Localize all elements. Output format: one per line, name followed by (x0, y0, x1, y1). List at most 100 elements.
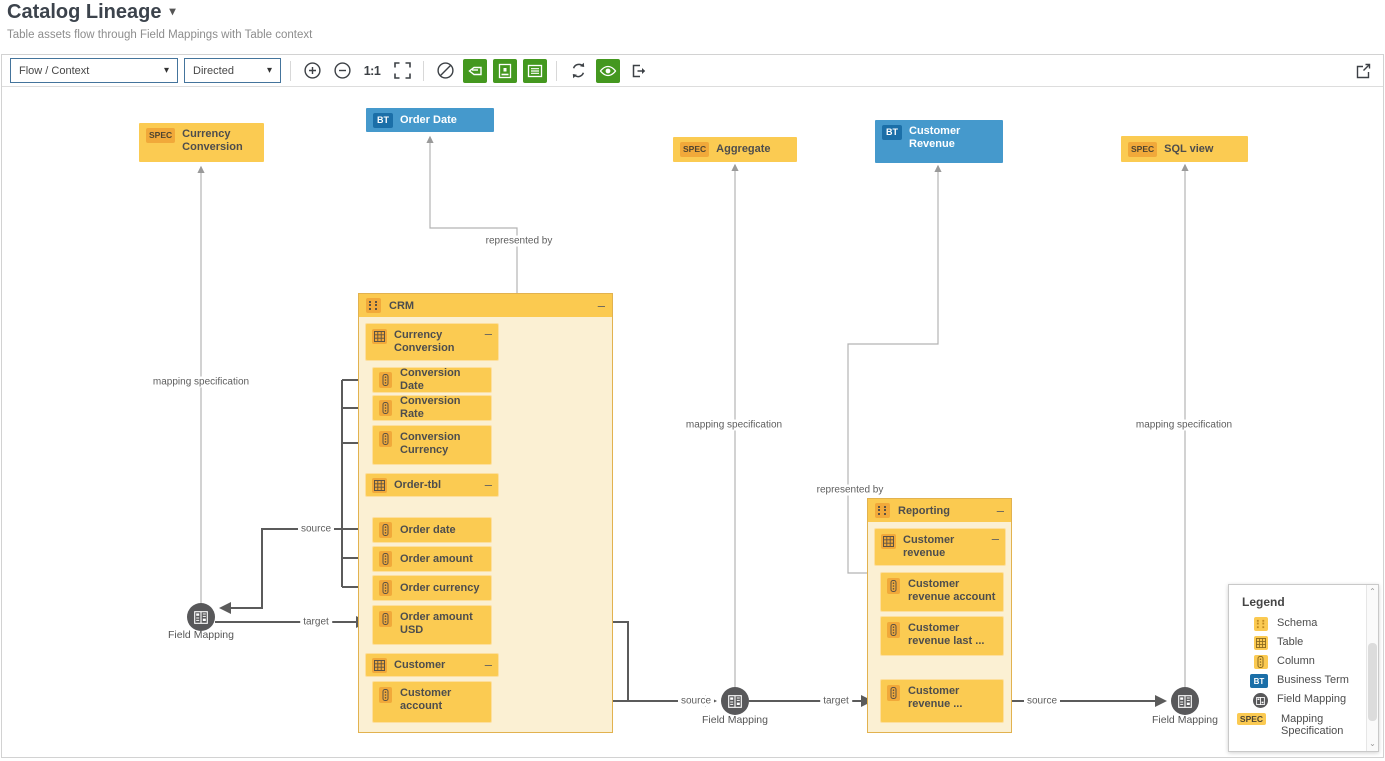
node-label: Customer Revenue (909, 125, 961, 150)
column-node-order-amount[interactable]: Order amount (372, 546, 492, 572)
table-label: Currency Conversion (394, 329, 455, 354)
export-button[interactable] (626, 59, 650, 83)
view-mode-select[interactable]: Flow / Context ▾ (10, 58, 178, 83)
circle-slash-button[interactable] (433, 59, 457, 83)
column-icon (379, 687, 392, 703)
field-mapping-node[interactable] (1171, 687, 1199, 715)
open-in-new-window-button[interactable] (1351, 59, 1375, 83)
scroll-down-icon[interactable]: ⌄ (1369, 739, 1376, 748)
schema-group-header[interactable]: Reporting – (868, 499, 1011, 522)
legend-scrollbar[interactable]: ⌃ ⌄ (1366, 585, 1378, 751)
field-mapping-icon (194, 610, 208, 624)
table-node-currency-conversion[interactable]: Currency Conversion – (365, 323, 499, 361)
lineage-canvas[interactable]: SPEC Currency Conversion BT Order Date S… (2, 88, 1383, 757)
chevron-down-icon: ▾ (163, 65, 169, 76)
field-mapping-label: Field Mapping (1152, 714, 1218, 726)
refresh-button[interactable] (566, 59, 590, 83)
column-node-order-amount-usd[interactable]: Order amount USD (372, 605, 492, 645)
table-node-customer[interactable]: Customer – (365, 653, 499, 677)
column-node-conversion-currency[interactable]: Conversion Currency (372, 425, 492, 465)
field-mapping-node[interactable] (187, 603, 215, 631)
column-node-customer-account[interactable]: Customer account (372, 681, 492, 723)
collapse-button[interactable]: – (484, 657, 492, 672)
spec-node-aggregate[interactable]: SPEC Aggregate (673, 137, 797, 162)
legend-label: Schema (1277, 617, 1318, 629)
column-label: Customer account (400, 687, 452, 712)
legend-item-column: Column (1229, 655, 1378, 669)
edge-label-target: target (820, 695, 852, 707)
column-node-order-date[interactable]: Order date (372, 517, 492, 543)
mapping-specification-icon: SPEC (1236, 713, 1267, 725)
spec-node-sql-view[interactable]: SPEC SQL view (1121, 136, 1248, 162)
spec-node-currency-conversion[interactable]: SPEC Currency Conversion (139, 123, 264, 162)
table-icon (372, 657, 387, 673)
schema-icon (1253, 617, 1268, 631)
collapse-button[interactable]: – (484, 477, 492, 492)
actual-size-button[interactable]: 1:1 (360, 59, 384, 83)
column-node-customer-revenue-account[interactable]: Customer revenue account (880, 572, 1004, 612)
eye-button[interactable] (596, 58, 620, 83)
column-node-conversion-rate[interactable]: Conversion Rate (372, 395, 492, 421)
spec-badge: SPEC (146, 128, 176, 143)
column-icon (1253, 655, 1268, 669)
title-dropdown-caret-icon[interactable]: ▾ (169, 4, 176, 18)
schema-group-header[interactable]: CRM – (359, 294, 612, 317)
legend-item-table: Table (1229, 636, 1378, 650)
zoom-in-icon (303, 62, 321, 79)
page-title: Catalog Lineage▾ (7, 1, 176, 24)
legend-title: Legend (1242, 595, 1285, 609)
fit-to-screen-button[interactable] (390, 59, 414, 83)
scroll-up-icon[interactable]: ⌃ (1369, 587, 1376, 596)
collapse-button[interactable]: – (484, 326, 492, 341)
spec-badge: SPEC (680, 142, 710, 157)
schema-group-reporting[interactable]: Reporting – Customer revenue – Customer … (867, 498, 1012, 733)
legend-item-field-mapping: Field Mapping (1229, 693, 1378, 708)
bt-node-order-date[interactable]: BT Order Date (366, 108, 494, 132)
field-mapping-node[interactable] (721, 687, 749, 715)
collapse-button[interactable]: – (991, 531, 999, 546)
column-label: Customer revenue account (908, 578, 996, 603)
table-label: Customer revenue (903, 534, 955, 559)
edge-label-mapping-specification: mapping specification (149, 376, 253, 388)
column-icon (379, 400, 392, 416)
tag-button[interactable] (463, 58, 487, 83)
collapse-button[interactable]: – (996, 502, 1004, 518)
business-term-icon: BT (1250, 674, 1268, 688)
node-label: Aggregate (716, 143, 771, 155)
table-node-order-tbl[interactable]: Order-tbl – (365, 473, 499, 497)
schema-group-crm[interactable]: CRM – Currency Conversion – Conversion D… (358, 293, 613, 733)
column-node-customer-revenue-ellipsis[interactable]: Customer revenue ... (880, 679, 1004, 723)
scrollbar-thumb[interactable] (1368, 643, 1377, 721)
schema-icon (875, 503, 890, 518)
zoom-in-button[interactable] (300, 59, 324, 83)
collapse-button[interactable]: – (597, 297, 605, 313)
column-icon (887, 622, 900, 638)
business-term-badge: BT (373, 112, 393, 128)
column-label: Customer revenue last ... (908, 622, 985, 647)
table-icon (881, 534, 896, 549)
legend-item-schema: Schema (1229, 617, 1378, 631)
table-node-customer-revenue[interactable]: Customer revenue – (874, 528, 1006, 566)
schema-icon (366, 298, 381, 313)
table-icon (372, 329, 387, 344)
column-label: Customer revenue ... (908, 685, 963, 710)
column-icon (379, 522, 392, 538)
edge-label-mapping-specification: mapping specification (1132, 419, 1236, 431)
list-icon (527, 64, 543, 77)
edge-label-source: source (1023, 695, 1061, 707)
column-label: Order amount (400, 552, 473, 565)
node-label: Currency Conversion (182, 128, 243, 153)
list-button[interactable] (523, 58, 547, 83)
column-node-customer-revenue-last[interactable]: Customer revenue last ... (880, 616, 1004, 656)
column-label: Order amount USD (400, 611, 473, 636)
page-subtitle: Table assets flow through Field Mappings… (7, 29, 313, 41)
document-stamp-button[interactable] (493, 58, 517, 83)
column-node-order-currency[interactable]: Order currency (372, 575, 492, 601)
edge-label-source: source (677, 695, 715, 707)
zoom-out-button[interactable] (330, 59, 354, 83)
column-node-conversion-date[interactable]: Conversion Date (372, 367, 492, 393)
table-icon (372, 477, 387, 493)
bt-node-customer-revenue[interactable]: BT Customer Revenue (875, 120, 1003, 163)
direction-select[interactable]: Directed ▾ (184, 58, 281, 83)
document-stamp-icon (498, 63, 512, 78)
